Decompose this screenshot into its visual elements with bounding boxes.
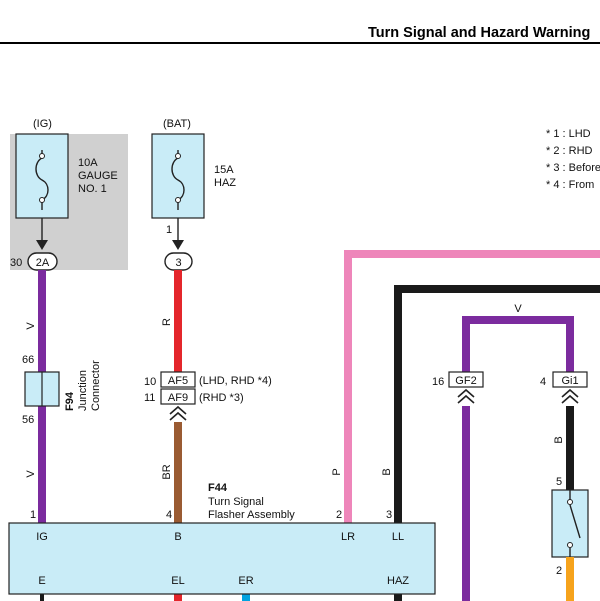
af9-pin-number: 11 <box>144 392 155 404</box>
ig-pin-number: 30 <box>10 257 22 269</box>
wire-color-v-loop: V <box>514 303 522 315</box>
af-chevron-icon <box>169 405 187 421</box>
gi1-chevron-icon <box>561 388 579 404</box>
flasher-terminal-er: ER <box>238 575 253 587</box>
page-title: Turn Signal and Hazard Warning <box>368 25 590 41</box>
wire-color-b-ll: B <box>381 468 393 475</box>
flasher-pin-2: 2 <box>336 509 342 521</box>
bat-pin-number: 1 <box>166 224 172 236</box>
bat-fuse-rating: 15A <box>214 164 234 176</box>
bat-arrow-icon <box>172 240 184 250</box>
switch-pin-top: 5 <box>556 476 562 488</box>
ig-arrow-icon <box>36 240 48 250</box>
connector-af9 <box>160 388 196 405</box>
af5-code: AF5 <box>168 375 188 387</box>
af5-note: (LHD, RHD *4) <box>199 375 272 387</box>
af9-note: (RHD *3) <box>199 392 244 404</box>
gi1-code: Gi1 <box>561 375 578 387</box>
wire-pink <box>344 250 600 523</box>
flasher-id: F44 <box>208 482 228 494</box>
flasher-pin-3: 3 <box>386 509 392 521</box>
af5-pin-number: 10 <box>144 376 156 388</box>
wire-color-v-upper: V <box>25 322 37 330</box>
flasher-terminal-b: B <box>174 531 181 543</box>
note-3: * 3 : Before <box>546 162 600 174</box>
flasher-terminal-ll: LL <box>392 531 404 543</box>
ig-fuse-icon <box>35 150 49 210</box>
switch-contact-icon <box>569 504 581 539</box>
gi1-pin-number: 4 <box>540 376 546 388</box>
junction-pin-bottom: 56 <box>22 414 34 426</box>
wire-color-br: BR <box>161 464 173 479</box>
flasher-terminal-haz: HAZ <box>387 575 409 587</box>
switch-pin-bottom: 2 <box>556 565 562 577</box>
bat-source-label: (BAT) <box>163 118 191 130</box>
flasher-name-2: Flasher Assembly <box>208 509 295 521</box>
flasher-assembly-box <box>8 522 436 595</box>
wire-color-b-gi1: B <box>553 436 565 443</box>
junction-name-1: Junction <box>77 370 89 411</box>
ig-source-label: (IG) <box>33 118 52 130</box>
ig-fuse-name-2: NO. 1 <box>78 183 107 195</box>
flasher-terminal-lr: LR <box>341 531 355 543</box>
ig-fuse-rating: 10A <box>78 157 98 169</box>
gf2-pin-number: 16 <box>432 376 444 388</box>
note-1: * 1 : LHD <box>546 128 591 140</box>
wire-color-v-lower: V <box>25 470 37 478</box>
bat-fuse-icon <box>171 150 185 210</box>
flasher-terminal-e: E <box>38 575 45 587</box>
ig-connector-code: 2A <box>36 257 50 269</box>
connector-gi1 <box>552 371 588 388</box>
gf2-chevron-icon <box>457 388 475 404</box>
wire-color-r: R <box>161 318 173 326</box>
bat-connector-code: 3 <box>175 257 181 269</box>
flasher-pin-1: 1 <box>30 509 36 521</box>
flasher-pin-4: 4 <box>166 509 172 521</box>
bat-fuse-name: HAZ <box>214 177 236 189</box>
junction-pin-top: 66 <box>22 354 34 366</box>
af9-code: AF9 <box>168 392 188 404</box>
wire-black-ll <box>394 285 600 523</box>
connector-af5 <box>160 371 196 388</box>
gf2-code: GF2 <box>455 375 476 387</box>
connector-gf2 <box>448 371 484 388</box>
junction-id: F94 <box>64 391 76 411</box>
ig-fuse-name-1: GAUGE <box>78 170 118 182</box>
wire-violet-loop <box>462 316 574 372</box>
flasher-terminal-el: EL <box>171 575 184 587</box>
note-4: * 4 : From <box>546 179 594 191</box>
flasher-terminal-ig: IG <box>36 531 48 543</box>
note-2: * 2 : RHD <box>546 145 593 157</box>
wire-color-p: P <box>331 468 343 475</box>
flasher-name-1: Turn Signal <box>208 496 264 508</box>
junction-name-2: Connector <box>90 360 102 411</box>
